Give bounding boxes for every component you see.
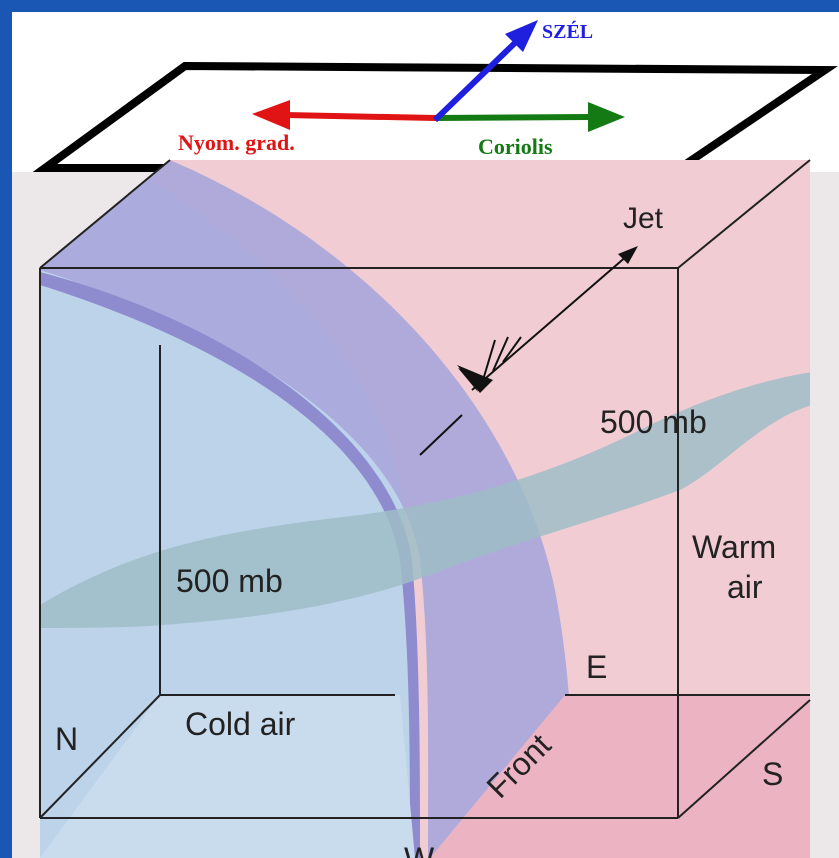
jet-label: Jet [623,202,664,235]
compass-east: E [586,649,607,685]
front-inner-stripe [40,272,420,858]
jet-wind-barb [457,336,522,393]
coriolis-arrow [434,102,625,132]
compass-west: W [404,841,435,858]
warm-air-label-line1: Warm [692,529,776,565]
block-edges [39,159,811,819]
compass-south: S [762,756,783,792]
isobar-label-front: 500 mb [176,563,283,599]
block-fill [40,160,810,858]
isobar-label-back: 500 mb [600,404,707,440]
cold-air-label: Cold air [185,706,296,742]
coriolis-label: Coriolis [478,134,553,159]
pressure-gradient-arrow [252,100,436,130]
compass-north: N [55,721,78,757]
wind-arrow [432,20,538,123]
isobar-surface [40,372,810,628]
front-surface [40,160,572,858]
warm-air-label-line2: air [727,569,763,605]
jet-arrow [419,246,638,456]
pressure-gradient-label: Nyom. grad. [178,130,295,155]
wind-label: SZÉL [542,20,593,43]
